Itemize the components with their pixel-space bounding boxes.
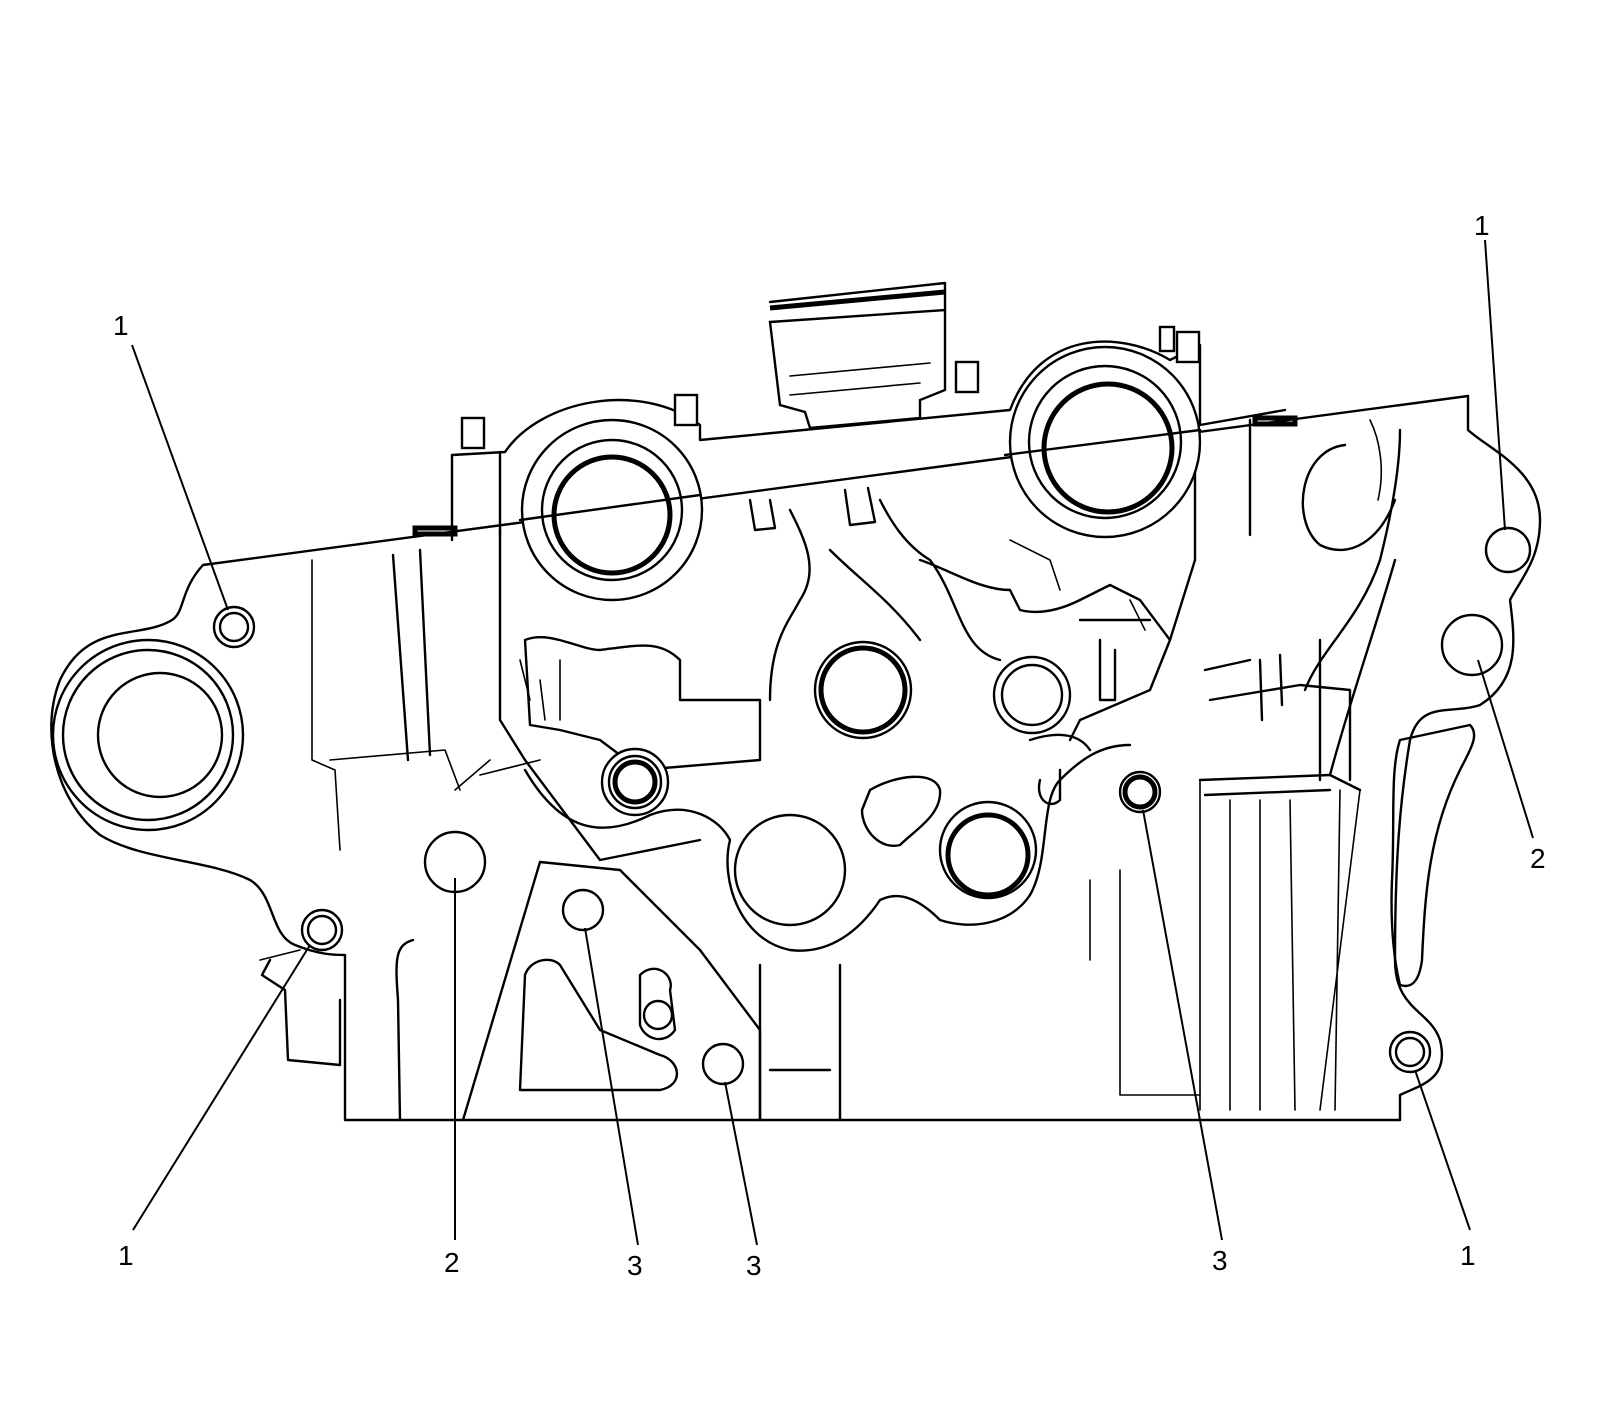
callout-1-lower-right: 1 [1414, 1069, 1476, 1271]
callout-label: 3 [627, 1250, 643, 1281]
callout-2-left: 2 [444, 878, 460, 1278]
central-passages [523, 640, 1132, 1122]
callout-1-lower-left: 1 [118, 944, 311, 1271]
callout-label: 2 [1530, 843, 1546, 874]
callout-label: 2 [444, 1247, 460, 1278]
callout-label: 1 [1460, 1240, 1476, 1271]
lower-web [395, 860, 762, 1122]
bolt-holes [212, 526, 1532, 1086]
callout-label: 1 [1474, 210, 1490, 241]
callout-3-left: 3 [584, 927, 643, 1281]
cam-carrier [412, 281, 1298, 862]
callout-label: 3 [1212, 1245, 1228, 1276]
callouts: 1 1 1 1 2 2 3 3 [113, 210, 1546, 1281]
callout-1-upper-right: 1 [1474, 210, 1506, 531]
left-bore [51, 638, 245, 832]
callout-1-upper-left: 1 [113, 310, 229, 611]
callout-label: 3 [746, 1250, 762, 1281]
callout-3-right: 3 [1142, 809, 1228, 1276]
camshaft-bores [518, 345, 1202, 602]
callout-2-right: 2 [1477, 659, 1546, 874]
internal-detail [311, 419, 1402, 1111]
callout-label: 1 [118, 1240, 134, 1271]
callout-3-middle: 3 [724, 1081, 762, 1281]
callout-label: 1 [113, 310, 129, 341]
right-slot [1390, 723, 1476, 988]
housing-outline [50, 394, 1542, 1122]
